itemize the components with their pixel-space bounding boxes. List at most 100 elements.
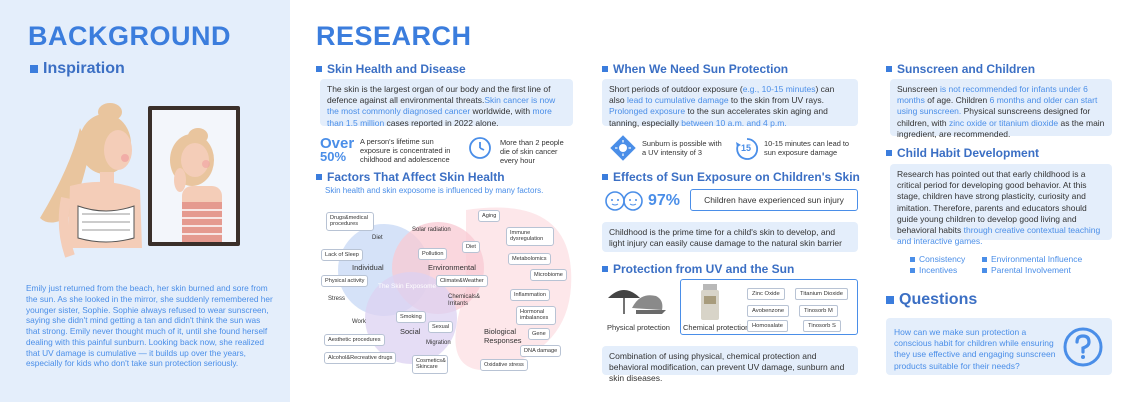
highlight-span: lead to cumulative damage	[626, 95, 729, 106]
text-span: The skin is the largest organ of our bod…	[327, 84, 551, 106]
factor-physical-activity: Physical activity	[321, 275, 369, 288]
bullet-square-icon	[316, 174, 322, 180]
legend-label: Parental Involvement	[991, 265, 1071, 275]
highlight-span: e.g., 10-15 minutes	[742, 84, 816, 94]
category-environmental: Environmental	[428, 263, 476, 272]
factors-subtitle: Skin health and skin exposome is influen…	[325, 186, 544, 195]
skin-health-title-text: Skin Health and Disease	[327, 62, 466, 76]
habit-title-text: Child Habit Development	[897, 146, 1040, 160]
habit-text: Research has pointed out that early chil…	[890, 164, 1112, 246]
venn-circles	[338, 207, 572, 371]
factor-microbiome: Microbiome	[530, 269, 567, 282]
legend-label: Incentives	[919, 265, 958, 275]
inspiration-title-text: Inspiration	[43, 60, 125, 77]
text-span: Sunscreen	[897, 84, 940, 94]
legend-parental-involvement: Parental Involvement	[982, 265, 1071, 275]
text-span: Physical sunscreens designed for childre…	[897, 106, 1091, 128]
stat-two-people-text: More than 2 people die of skin cancer ev…	[500, 138, 564, 165]
factors-title-text: Factors That Affect Skin Health	[327, 170, 505, 184]
legend-label: Consistency	[919, 254, 966, 264]
factor-immune: Immune dysregulation	[506, 227, 554, 246]
when-protect-title-text: When We Need Sun Protection	[613, 62, 789, 76]
stat-50-text: A person's lifetime sun exposure is conc…	[360, 137, 451, 164]
factor-sexual: Sexual	[428, 321, 454, 334]
legend-environmental-influence: Environmental Influence	[982, 254, 1082, 264]
girl-mirror-illustration	[40, 103, 240, 258]
legend-mark-icon	[910, 256, 915, 262]
text-span: as the main ingredient, are recommended.	[897, 117, 1105, 139]
highlight-span: 6 months and older can start using sunsc…	[897, 95, 1098, 117]
protection-text: Combination of using physical, chemical …	[602, 346, 858, 383]
sunscreen-bottle-icon	[701, 284, 719, 320]
legend-mark-icon	[982, 256, 987, 262]
inspiration-title: Inspiration	[30, 60, 125, 78]
category-social: Social	[400, 327, 421, 336]
stat-over-label: Over	[320, 135, 355, 152]
highlight-span: zinc oxide or titanium dioxide	[948, 117, 1059, 128]
sunscreen-title-text: Sunscreen and Children	[897, 62, 1036, 76]
bullet-square-icon	[602, 66, 608, 72]
questions-text: How can we make sun protection a conscio…	[886, 318, 1112, 375]
text-span: Short periods of outdoor exposure (	[609, 84, 743, 94]
bullet-square-icon	[886, 296, 894, 304]
bullet-square-icon	[316, 66, 322, 72]
habit-title: Child Habit Development	[886, 146, 1039, 160]
factor-work: Work	[352, 319, 366, 325]
text-span: to the skin from UV rays.	[728, 95, 824, 106]
question-mark-icon	[1063, 327, 1103, 367]
factors-title: Factors That Affect Skin Health	[316, 170, 505, 184]
text-span: of age. Children	[924, 95, 990, 106]
skin-exposome-center: The Skin Exposome	[378, 283, 437, 290]
highlight-span: between 10 a.m. and 4 p.m.	[681, 117, 787, 128]
clock-icon	[469, 137, 491, 159]
effects-text: Childhood is the prime time for a child'…	[602, 222, 858, 252]
text-span: ) can also	[609, 84, 835, 106]
factor-chemicals-irritants: Chemicals& Irritants	[448, 294, 481, 307]
legend-incentives: Incentives	[910, 265, 957, 275]
timer-icon	[736, 138, 759, 160]
chemical-homosalate: Homosalate	[747, 320, 788, 332]
chemical-titanium-dioxide: Titanium Dioxide	[795, 288, 848, 300]
legend-consistency: Consistency	[910, 254, 965, 264]
stat-50-value: 50%	[320, 149, 347, 164]
effects-title: Effects of Sun Exposure on Children's Sk…	[602, 170, 860, 184]
factor-drugs: Drugs&medical procedures	[326, 212, 374, 231]
bullet-square-icon	[886, 150, 892, 156]
skin-exposome-diagram: Individual Environmental Social The Skin…	[316, 200, 576, 375]
sunscreen-text: Sunscreen is not recommended for infants…	[890, 79, 1112, 139]
sun-icon	[610, 135, 636, 161]
bullet-square-icon	[602, 266, 608, 272]
bullet-square-icon	[602, 174, 608, 180]
highlight-span: Prolonged exposure	[609, 106, 686, 117]
text-span: Research has pointed out that early chil…	[897, 169, 1087, 236]
highlight-span: Skin cancer is now the most commonly dia…	[327, 95, 556, 117]
chemical-tinosorb-m: Tinosorb M	[799, 305, 838, 317]
chemical-protection-label: Chemical protection	[683, 323, 750, 332]
skin-health-text: The skin is the largest organ of our bod…	[320, 79, 573, 128]
sunscreen-title: Sunscreen and Children	[886, 62, 1035, 76]
text-span: to the sun accelerates skin aging and ta…	[609, 106, 828, 128]
factor-climate-weather: Climate&Weather	[436, 275, 488, 288]
children-faces-icon	[605, 191, 643, 211]
background-title: BACKGROUND	[28, 21, 231, 51]
skin-health-title: Skin Health and Disease	[316, 62, 466, 76]
bullet-square-icon	[886, 66, 892, 72]
chemical-protection-box: Chemical protection Zinc Oxide Titanium …	[680, 279, 858, 335]
research-title: RESEARCH	[316, 21, 472, 51]
factor-gene: Gene	[528, 328, 550, 341]
category-individual: Individual	[352, 263, 384, 272]
factor-stress: Stress	[328, 296, 346, 302]
factor-oxidative-stress: Oxidative stress	[480, 359, 528, 372]
physical-protection-label: Physical protection	[607, 323, 670, 332]
protection-title: Protection from UV and the Sun	[602, 262, 794, 276]
factor-inflammation: Inflammation	[510, 289, 551, 302]
factor-hormonal: Hormonal imbalances	[516, 306, 556, 325]
factor-diet-individual: Diet	[372, 235, 383, 241]
factor-lack-of-sleep: Lack of Sleep	[321, 249, 363, 262]
legend-mark-icon	[910, 267, 915, 273]
effects-title-text: Effects of Sun Exposure on Children's Sk…	[613, 170, 860, 184]
when-protect-title: When We Need Sun Protection	[602, 62, 788, 76]
chemical-zinc-oxide: Zinc Oxide	[747, 288, 785, 300]
effects-percent-text: Children have experienced sun injury	[690, 189, 858, 211]
factor-cosmetics: Cosmetics& Skincare	[412, 355, 448, 374]
